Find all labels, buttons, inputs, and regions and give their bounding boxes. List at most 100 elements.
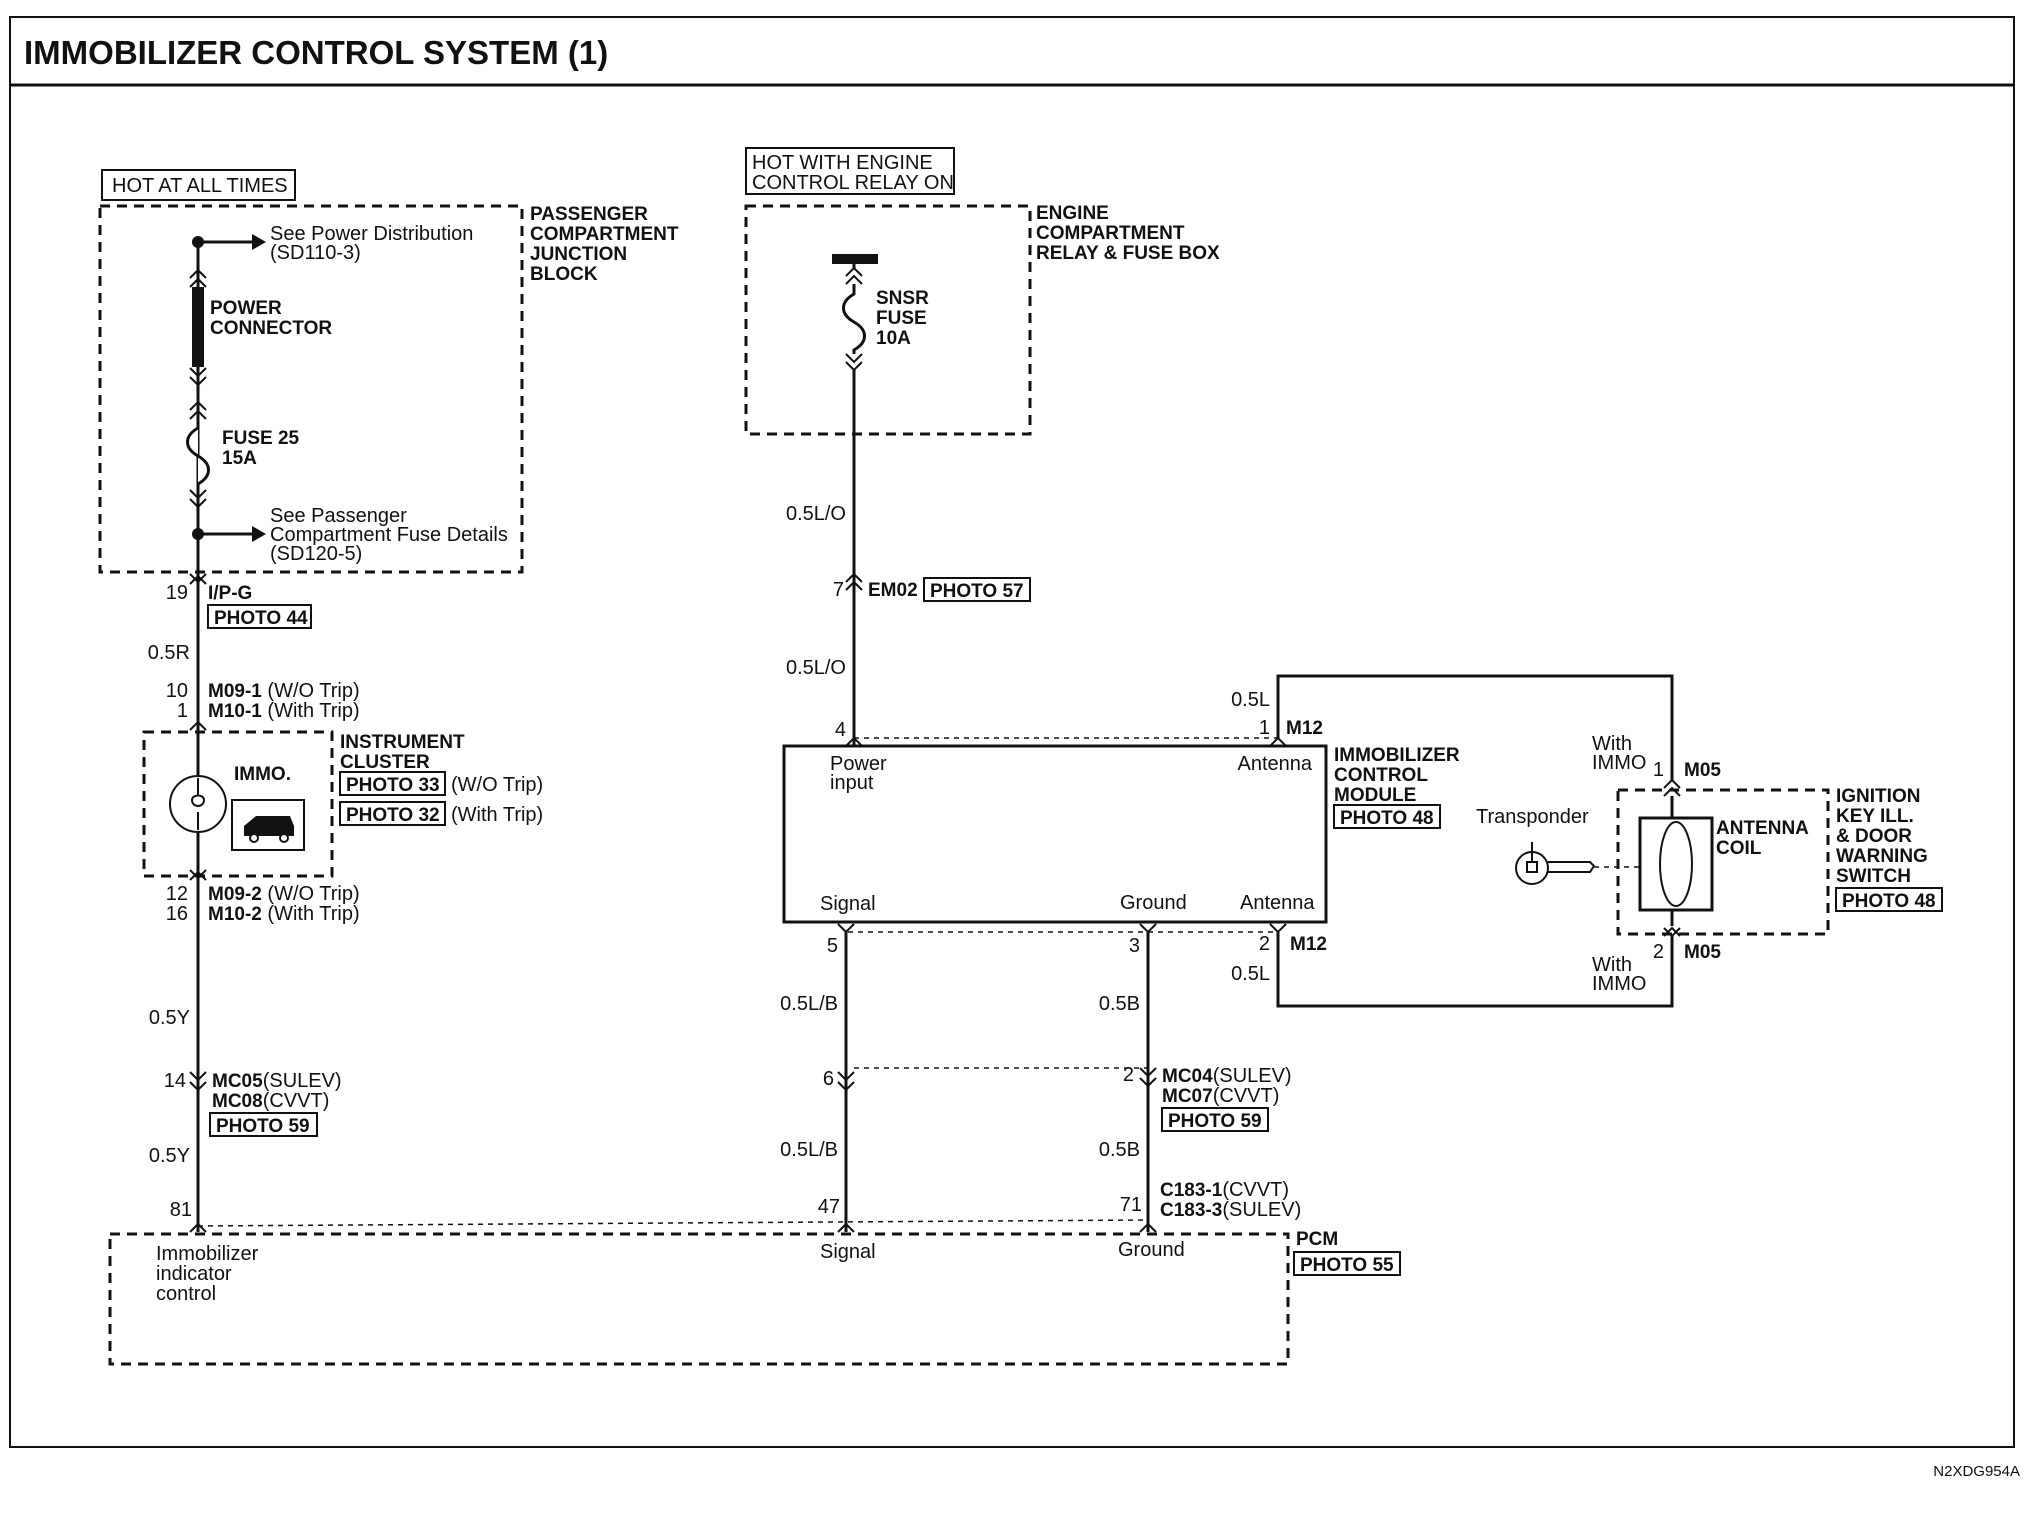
power-connector-label: POWER CONNECTOR bbox=[210, 298, 332, 339]
photo-55-box[interactable] bbox=[1293, 1251, 1401, 1276]
m05-top-label: M05 bbox=[1684, 760, 1721, 781]
connector-chevron-icon bbox=[1139, 1067, 1157, 1088]
connector-chevron-icon bbox=[1139, 923, 1157, 934]
photo-57-box[interactable] bbox=[923, 577, 1031, 602]
pin-19: 19 bbox=[166, 582, 188, 604]
diagram-title: IMMOBILIZER CONTROL SYSTEM (1) bbox=[24, 34, 608, 71]
hot-with-engine-box bbox=[745, 147, 955, 195]
pcm-label: PCM bbox=[1296, 1229, 1338, 1250]
transponder-label: Transponder bbox=[1476, 806, 1589, 828]
diagram-frame bbox=[9, 16, 2015, 1448]
wire-0-5lo: 0.5L/O bbox=[786, 503, 846, 525]
pin-3: 3 bbox=[1129, 935, 1140, 957]
connector-chevron-icon bbox=[1269, 923, 1287, 934]
pin-71: 71 bbox=[1120, 1194, 1142, 1216]
m10-2-connector: M10-2 (With Trip) bbox=[208, 903, 360, 925]
ignition-label: IGNITION KEY ILL. & DOOR WARNING SWITCH bbox=[1836, 786, 1933, 887]
icm-label: IMMOBILIZER CONTROL MODULE bbox=[1334, 745, 1465, 806]
pin-4: 4 bbox=[835, 719, 846, 741]
connector-chevron-icon bbox=[189, 869, 207, 881]
pin-2-m05: 2 bbox=[1653, 941, 1664, 963]
ignition-key-switch bbox=[1616, 788, 1830, 936]
connector-chevron-icon bbox=[189, 367, 207, 387]
ecrfb-label: ENGINE COMPARTMENT RELAY & FUSE BOX bbox=[1036, 203, 1220, 264]
connector-chevron-icon bbox=[189, 720, 207, 731]
connector-chevron-icon bbox=[189, 573, 207, 585]
pcm-module bbox=[108, 1232, 1290, 1366]
engine-relay-fuse-box bbox=[744, 204, 1032, 436]
hot-with-engine-label: HOT WITH ENGINE CONTROL RELAY ON bbox=[752, 152, 954, 194]
ground-label: Ground bbox=[1120, 892, 1187, 914]
connector-chevron-icon bbox=[189, 1071, 207, 1092]
diagram-code: N2XDG954A bbox=[1933, 1463, 2020, 1480]
wire-0-5l-bottom: 0.5L bbox=[1231, 963, 1270, 985]
m09-1-connector: M09-1 (W/O Trip) bbox=[208, 680, 360, 702]
see-power-distribution-link[interactable]: See Power Distribution (SD110-3) bbox=[270, 223, 479, 264]
pin-1-m12: 1 bbox=[1259, 717, 1270, 739]
pin-7: 7 bbox=[833, 579, 844, 601]
antenna-top-label: Antenna bbox=[1237, 753, 1312, 775]
m09-2-connector: M09-2 (W/O Trip) bbox=[208, 883, 360, 905]
photo-33-box[interactable] bbox=[339, 771, 446, 796]
connector-chevron-icon bbox=[1139, 1222, 1157, 1233]
hot-at-all-times-box bbox=[101, 169, 296, 201]
arrow-power-dist bbox=[252, 234, 266, 250]
m10-1-connector: M10-1 (With Trip) bbox=[208, 700, 360, 722]
connector-chevron-icon bbox=[837, 923, 855, 934]
photo-59b-label: PHOTO 59 bbox=[1168, 1111, 1262, 1132]
antenna-coil bbox=[1638, 816, 1714, 912]
pin-14: 14 bbox=[164, 1070, 186, 1092]
arrow-fuse-details bbox=[252, 526, 266, 542]
pin-2-m12: 2 bbox=[1259, 933, 1270, 955]
power-connector-bar bbox=[192, 287, 204, 367]
pin-47: 47 bbox=[818, 1196, 840, 1218]
photo-48-label: PHOTO 48 bbox=[1340, 808, 1434, 829]
photo-59b-box[interactable] bbox=[1161, 1107, 1269, 1132]
immo-indicator-lamp-icon bbox=[169, 775, 227, 833]
pcjb-label: PASSENGER COMPARTMENT JUNCTION BLOCK bbox=[530, 204, 684, 285]
fuse-bus-bar bbox=[832, 254, 878, 264]
pin-81: 81 bbox=[170, 1199, 192, 1221]
snsr-fuse-label: SNSR FUSE 10A bbox=[876, 288, 934, 349]
see-passenger-fuse-details-link[interactable]: See Passenger Compartment Fuse Details (… bbox=[270, 505, 513, 565]
c183-3-connector: C183-3(SULEV) bbox=[1160, 1199, 1301, 1221]
antenna-bottom-label: Antenna bbox=[1240, 892, 1315, 914]
antenna-wire-bottom bbox=[1276, 932, 1674, 1008]
instrument-cluster-label: INSTRUMENT CLUSTER bbox=[340, 732, 470, 773]
antenna-coil-label: ANTENNA COIL bbox=[1716, 818, 1813, 859]
connector-chevron-icon bbox=[845, 353, 863, 372]
connector-chevron-icon bbox=[837, 1222, 855, 1233]
photo-48b-label: PHOTO 48 bbox=[1842, 891, 1936, 912]
signal-label: Signal bbox=[820, 893, 876, 915]
photo-59-box[interactable] bbox=[209, 1112, 318, 1137]
wire-0-5b-2: 0.5B bbox=[1099, 1139, 1140, 1161]
with-immo-top: With IMMO bbox=[1592, 733, 1646, 774]
fuse-25-label: FUSE 25 15A bbox=[222, 428, 304, 469]
connector-chevron-icon bbox=[189, 489, 207, 509]
pin-10: 10 bbox=[166, 680, 188, 702]
m05-bottom-label: M05 bbox=[1684, 942, 1721, 963]
photo-48-box[interactable] bbox=[1333, 804, 1441, 829]
em02-connector: EM02 bbox=[868, 580, 918, 601]
ipg-connector: I/P-G bbox=[208, 583, 252, 604]
wire-0-5y: 0.5Y bbox=[149, 1007, 190, 1029]
pin-2-mc04: 2 bbox=[1123, 1064, 1134, 1086]
pin-5: 5 bbox=[827, 935, 838, 957]
hot-at-all-times-label: HOT AT ALL TIMES bbox=[112, 175, 288, 197]
c183-1-connector: C183-1(CVVT) bbox=[1160, 1179, 1289, 1201]
wire-0-5lb-2: 0.5L/B bbox=[780, 1139, 838, 1161]
photo-59-label: PHOTO 59 bbox=[216, 1116, 310, 1137]
antenna-wire-top bbox=[1276, 674, 1674, 780]
photo-32-box[interactable] bbox=[339, 801, 446, 826]
photo-44-box[interactable] bbox=[207, 604, 312, 629]
wire-0-5lo-2: 0.5L/O bbox=[786, 657, 846, 679]
photo-44-label: PHOTO 44 bbox=[214, 608, 308, 629]
antenna-coil-icon bbox=[1659, 821, 1693, 907]
pin-1: 1 bbox=[177, 700, 188, 722]
photo-48b-box[interactable] bbox=[1835, 887, 1943, 912]
connector-chevron-icon bbox=[1663, 778, 1681, 797]
pcm-signal-label: Signal bbox=[820, 1241, 876, 1263]
photo-55-label: PHOTO 55 bbox=[1300, 1255, 1394, 1276]
photo-57-label: PHOTO 57 bbox=[930, 581, 1024, 602]
